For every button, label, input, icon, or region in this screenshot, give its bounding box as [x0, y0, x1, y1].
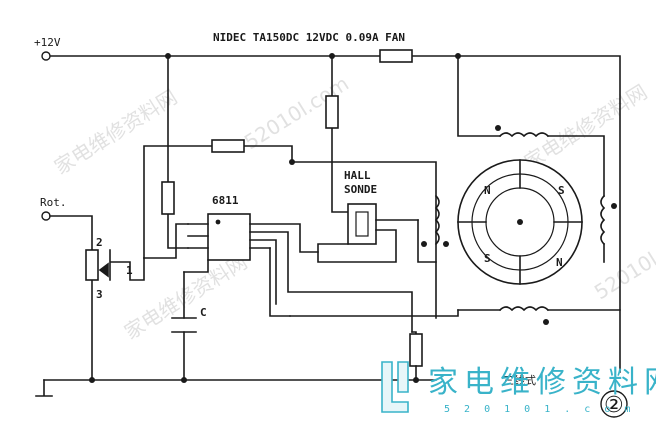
wire [457, 55, 501, 137]
wire [183, 259, 209, 273]
hall-element [355, 211, 369, 237]
ic-label: 6811 [212, 194, 239, 207]
junction-dot [413, 377, 419, 383]
brand-logo-mark [397, 361, 409, 393]
figure-number: ② [604, 393, 624, 418]
wire [269, 247, 291, 317]
coil-bottom [498, 306, 550, 312]
series-resistor [379, 49, 413, 63]
rot-label: Rot. [40, 196, 67, 209]
ic-pin1-mark [215, 219, 221, 225]
rot-terminal [41, 211, 51, 221]
coil-left [434, 194, 440, 246]
wire [547, 135, 605, 197]
pole-n-top: N [484, 184, 491, 197]
ic-left-pins [187, 223, 209, 249]
junction-dot [89, 377, 95, 383]
supply-terminal [41, 51, 51, 61]
wire [289, 309, 459, 317]
wire [331, 55, 349, 213]
watermark-text-2: 家电维修资料网 [120, 250, 251, 345]
brand-logo-mark [381, 361, 409, 413]
junction-dot [421, 241, 427, 247]
watermark-text-3: 家电维修资料网 [520, 80, 651, 175]
bias-resistor [161, 181, 175, 215]
ground-symbol [35, 379, 53, 397]
junction-dot [181, 377, 187, 383]
coil-polarity-dot [543, 319, 549, 325]
transistor-arrow [98, 262, 109, 278]
brand-logo: 家电维修资料网 5 2 0 1 0 1 . c o m [381, 361, 656, 415]
hall-sensor [347, 203, 377, 245]
hall-wires [317, 219, 419, 263]
capacitor-label: C [200, 306, 207, 319]
pin-3-label: 3 [96, 288, 103, 301]
wire [49, 215, 93, 251]
rotor-shaft [517, 219, 523, 225]
coil-top [498, 132, 550, 138]
wire [143, 145, 293, 259]
wire [143, 223, 189, 259]
hall-pullup-resistor [325, 95, 339, 129]
watermark-text-5: 52010l.com [590, 221, 656, 304]
pin-2-label: 2 [96, 236, 103, 249]
supply-label: +12V [34, 36, 61, 49]
supply-rail [49, 55, 621, 373]
coil-polarity-dot [611, 203, 617, 209]
ic-right-pins [249, 223, 413, 333]
pole-s-top: S [558, 184, 565, 197]
feedback-resistor [211, 139, 245, 153]
hall-label-1: HALL [344, 169, 371, 182]
pole-s-bottom: S [484, 252, 491, 265]
sense-resistor [409, 333, 423, 367]
pin-1-label: 1 [126, 264, 133, 277]
schematic-title: NIDEC TA150DC 12VDC 0.09A FAN [213, 31, 405, 44]
coil-right [600, 194, 606, 246]
coil-polarity-dot [443, 241, 449, 247]
capacitor [171, 317, 197, 333]
wire [167, 55, 189, 249]
brand-url: 5 2 0 1 0 1 . c o m [444, 404, 634, 415]
brand-text: 家电维修资料网 [428, 365, 656, 400]
pole-n-bottom: N [556, 256, 563, 269]
ic-6811 [207, 213, 251, 261]
watermark-text-1: 家电维修资料网 [50, 85, 181, 180]
three-wire-label: 三线式 [503, 373, 536, 387]
transistor-body [85, 249, 99, 281]
hall-label-2: SONDE [344, 183, 377, 196]
wire [291, 161, 437, 319]
figure-number-ring [600, 390, 628, 418]
pole-dividers [457, 159, 583, 285]
transistor-gate [109, 249, 145, 281]
wire [417, 219, 437, 263]
coil-polarity-dot [495, 125, 501, 131]
junction-dot [289, 159, 295, 165]
